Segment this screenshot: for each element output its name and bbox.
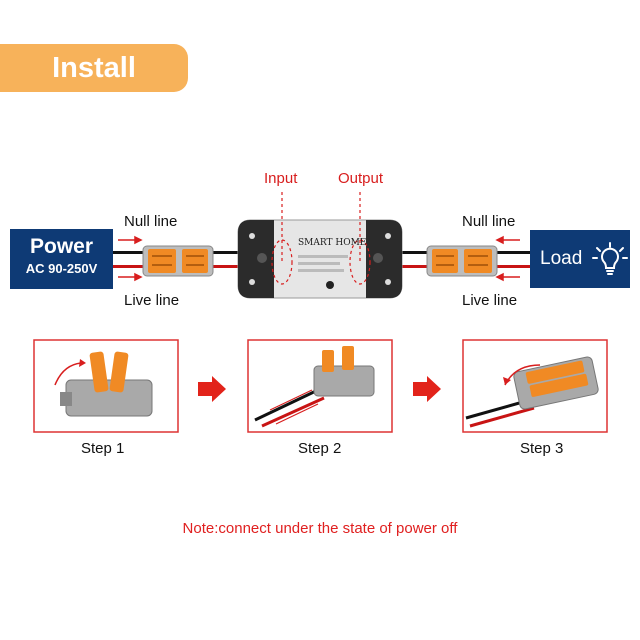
step-2-label: Step 2 [298, 440, 342, 457]
arrow-step2-to-step3-icon [413, 376, 441, 402]
device-brand: SMART HOME [298, 238, 367, 248]
power-spec: AC 90-250V [25, 261, 98, 276]
smart-switch-device [237, 219, 403, 299]
power-box: Power AC 90-250V [10, 229, 113, 289]
right-arrows [495, 235, 520, 282]
step-3-label: Step 3 [520, 440, 564, 457]
left-lever-connector [142, 245, 214, 277]
left-arrows [118, 235, 143, 282]
install-header: Install [0, 44, 188, 92]
output-label: Output [338, 170, 384, 187]
right-live-line-label: Live line [462, 292, 518, 309]
left-null-line-label: Null line [124, 213, 178, 230]
input-label: Input [264, 170, 298, 187]
load-box: Load [530, 230, 630, 288]
right-null-line-label: Null line [462, 213, 516, 230]
power-off-note: Note:connect under the state of power of… [182, 520, 458, 537]
arrow-step1-to-step2-icon [198, 376, 226, 402]
install-title: Install [52, 51, 136, 84]
left-wires [113, 251, 240, 268]
right-lever-connector [426, 245, 498, 277]
lightbulb-icon [592, 242, 628, 275]
step-1-label: Step 1 [81, 440, 125, 457]
step-3-close-levers [465, 356, 599, 428]
step-2-insert-wires [254, 346, 375, 428]
load-label: Load [540, 248, 583, 269]
step-1-connector-open [54, 351, 153, 417]
power-title: Power [29, 235, 94, 258]
right-wires [400, 251, 530, 268]
callout-lines [271, 192, 371, 285]
left-live-line-label: Live line [124, 292, 180, 309]
